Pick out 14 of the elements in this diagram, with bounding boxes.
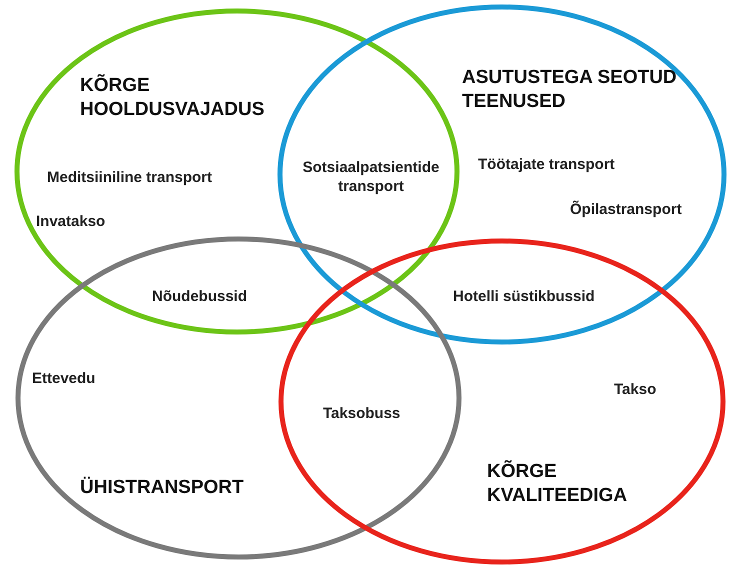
- category-item: Nõudebussid: [152, 287, 248, 306]
- category-item: Sotsiaalpatsientide transport: [302, 158, 440, 196]
- set-heading: KÕRGE KVALITEEDIGA: [487, 460, 628, 508]
- set-heading: KÕRGE HOOLDUSVAJADUS: [80, 74, 266, 122]
- category-item: Hotelli süstikbussid: [453, 287, 595, 306]
- set-heading: ÜHISTRANSPORT: [80, 476, 245, 500]
- category-item: Töötajate transport: [478, 155, 615, 174]
- category-item: Invatakso: [36, 212, 106, 231]
- category-item: Takso: [614, 380, 656, 399]
- category-item: Taksobuss: [323, 404, 400, 423]
- category-item: Meditsiiniline transport: [47, 168, 212, 187]
- category-item: Ettevedu: [32, 369, 96, 388]
- category-item: Õpilastransport: [570, 200, 682, 219]
- set-heading: ASUTUSTEGA SEOTUD TEENUSED: [462, 66, 678, 114]
